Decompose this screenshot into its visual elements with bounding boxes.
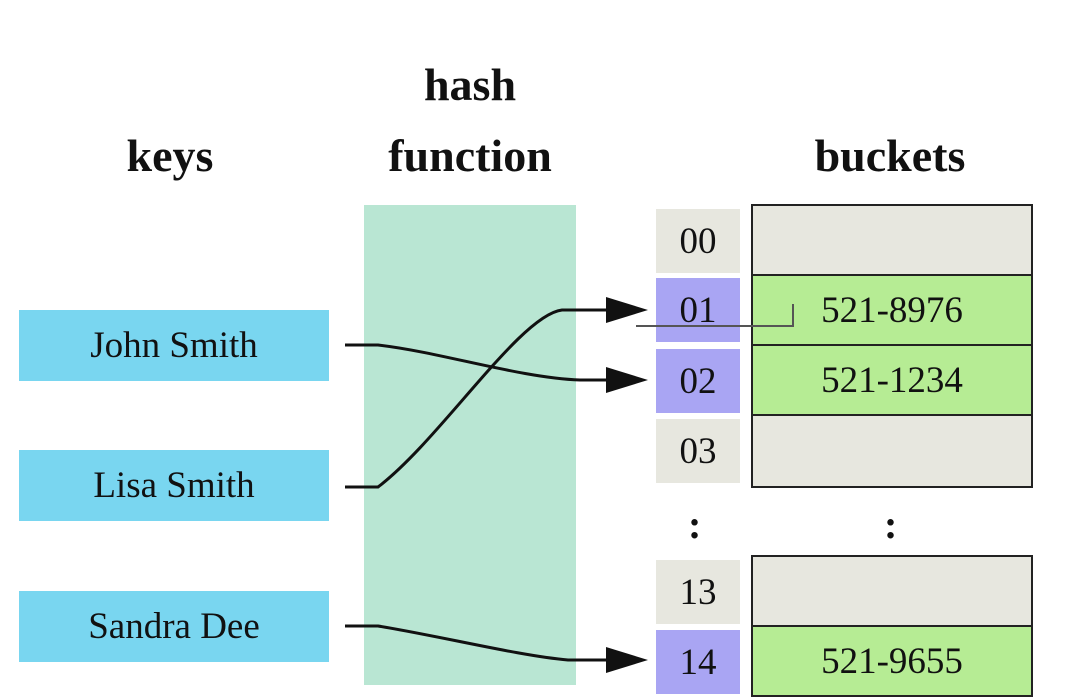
bucket-index-00: 00 bbox=[656, 209, 740, 273]
bucket-02: 521-1234 bbox=[751, 344, 1033, 416]
arrowhead-02 bbox=[606, 367, 648, 393]
arrow-john-smith-to-02 bbox=[345, 343, 608, 382]
bucket-03 bbox=[751, 414, 1033, 488]
index-ellipsis: : bbox=[688, 502, 702, 547]
arrowhead-01 bbox=[606, 297, 648, 323]
key-john-smith: John Smith bbox=[19, 310, 329, 381]
key-lisa-smith: Lisa Smith bbox=[19, 450, 329, 521]
buckets-heading: buckets bbox=[814, 130, 966, 181]
bucket-index-01: 01 bbox=[656, 278, 740, 342]
arrow-sandra-dee-to-14 bbox=[345, 624, 608, 662]
hash-function-band bbox=[364, 205, 576, 685]
bucket-ellipsis: : bbox=[884, 502, 898, 547]
mapping-arrows bbox=[345, 297, 794, 673]
arrowhead-14 bbox=[606, 647, 648, 673]
bucket-index-03: 03 bbox=[656, 419, 740, 483]
arrow-lisa-smith-to-01 bbox=[345, 308, 608, 489]
bucket-01-pointer-line bbox=[636, 304, 794, 327]
bucket-index-13: 13 bbox=[656, 560, 740, 624]
hash-function-heading-line1: hash bbox=[423, 59, 517, 110]
key-sandra-dee: Sandra Dee bbox=[19, 591, 329, 662]
bucket-00 bbox=[751, 204, 1033, 276]
bucket-index-02: 02 bbox=[656, 349, 740, 413]
keys-heading: keys bbox=[126, 130, 214, 181]
hash-function-heading-line2: function bbox=[388, 130, 552, 181]
